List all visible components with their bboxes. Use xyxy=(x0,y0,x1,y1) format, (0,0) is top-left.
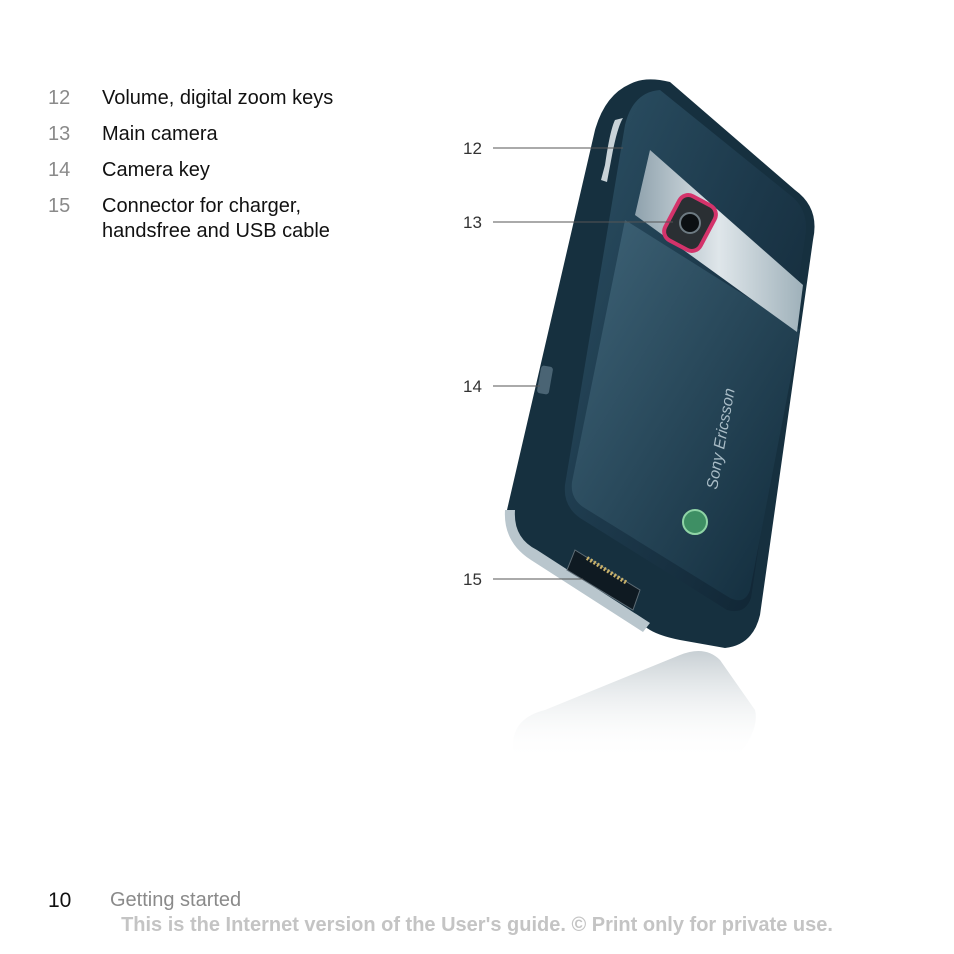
legend-description: Camera key xyxy=(102,158,388,183)
callout-label-13: 13 xyxy=(463,213,482,232)
legend-item-volume-keys: 12 Volume, digital zoom keys xyxy=(48,86,388,111)
legend-description: Main camera xyxy=(102,122,388,147)
feature-legend: 12 Volume, digital zoom keys 13 Main cam… xyxy=(48,86,388,255)
legend-item-camera-key: 14 Camera key xyxy=(48,158,388,183)
callout-label-12: 12 xyxy=(463,139,482,158)
legend-line: Connector for charger, xyxy=(102,195,301,217)
legend-line: Volume, digital zoom keys xyxy=(102,87,334,109)
callout-label-15: 15 xyxy=(463,570,482,589)
phone-lower-panel xyxy=(571,220,800,601)
page-number: 10 xyxy=(48,889,72,912)
legend-line: Main camera xyxy=(102,123,218,145)
section-title: Getting started xyxy=(110,889,242,911)
legend-number: 14 xyxy=(48,159,71,181)
volume-keys xyxy=(601,118,623,182)
camera-key xyxy=(537,365,553,395)
phone-illustration-svg: Sony Ericsson 12 13 14 15 xyxy=(463,79,815,760)
legend-item-connector: 15 Connector for charger, handsfree and … xyxy=(48,194,388,244)
legend-number: 13 xyxy=(48,123,71,145)
legend-line: handsfree and USB cable xyxy=(102,220,330,242)
camera-strip xyxy=(635,150,803,332)
legend-description: Volume, digital zoom keys xyxy=(102,86,388,111)
brand-logo xyxy=(682,509,708,535)
print-disclaimer: This is the Internet version of the User… xyxy=(121,914,833,936)
legend-number: 12 xyxy=(48,87,71,109)
legend-line: Camera key xyxy=(102,159,210,181)
legend-description: Connector for charger, handsfree and USB… xyxy=(102,194,388,244)
legend-number: 15 xyxy=(48,195,71,217)
phone-back-illustration: Sony Ericsson 12 13 14 15 xyxy=(455,70,835,790)
camera-lens xyxy=(679,212,701,234)
callout-label-14: 14 xyxy=(463,377,482,396)
legend-item-main-camera: 13 Main camera xyxy=(48,122,388,147)
phone-reflection xyxy=(513,651,756,760)
phone-rim xyxy=(504,510,650,632)
